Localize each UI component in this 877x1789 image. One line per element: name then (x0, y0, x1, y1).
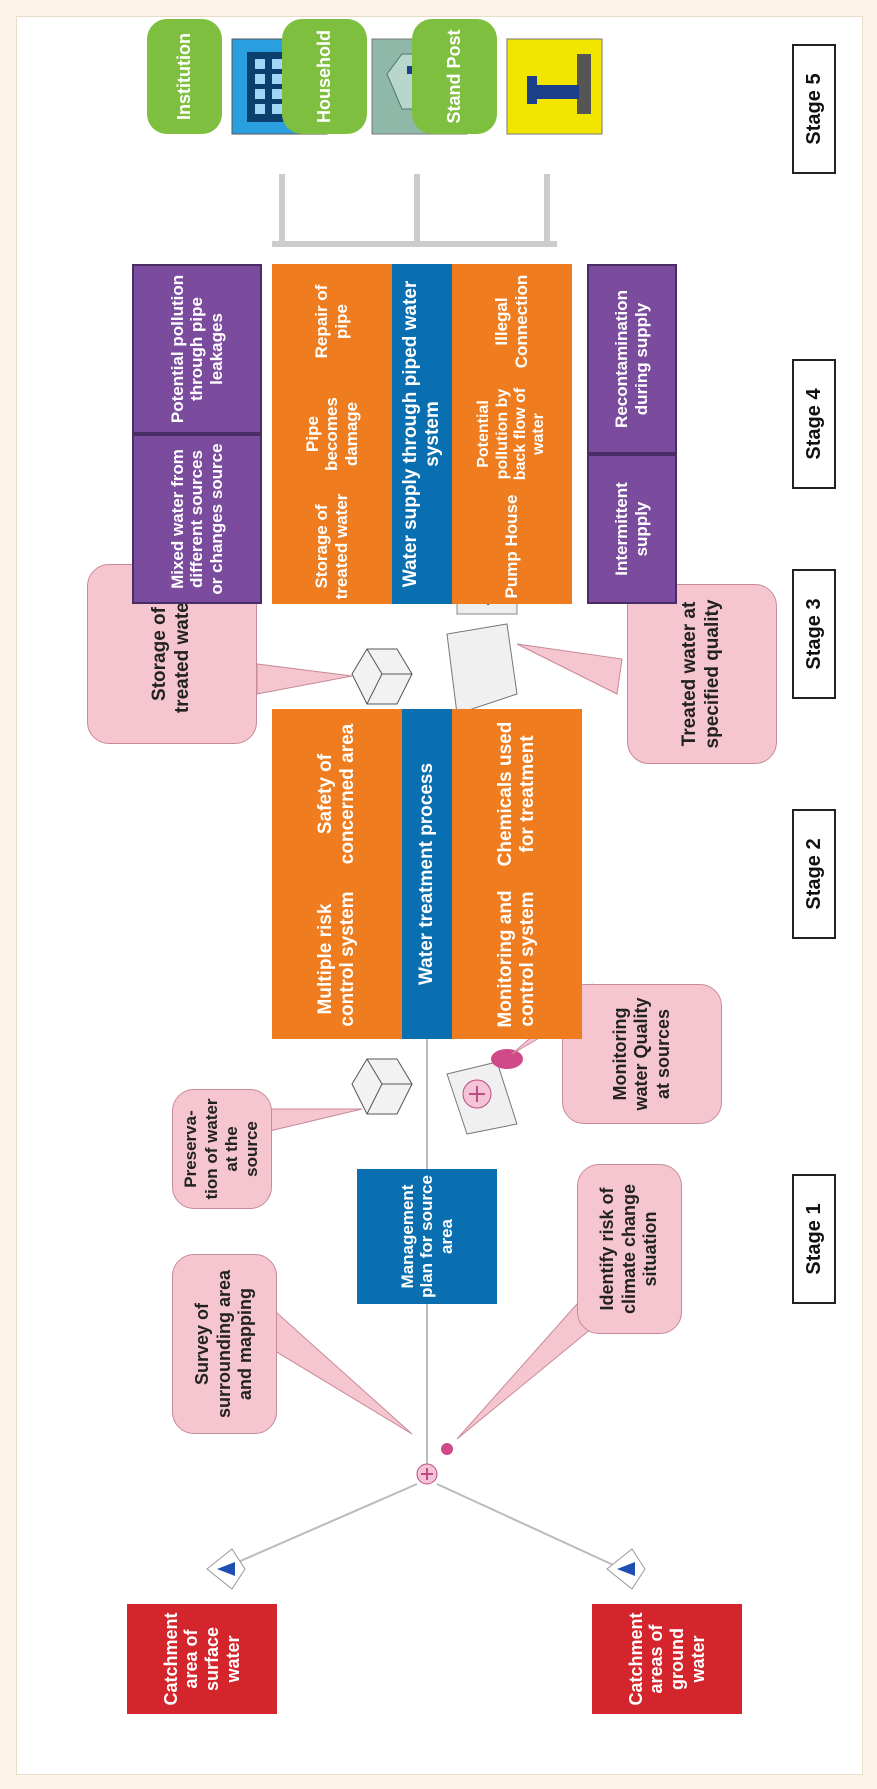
potential-pollution-leakages-box: Potential pollution through pipe leakage… (132, 264, 262, 434)
intermittent-supply-box: Intermittent supply (587, 454, 677, 604)
diagram-frame: Catchment area of surface water Catchmen… (16, 16, 863, 1775)
label-household: Household (282, 19, 367, 134)
stage-4-label: Stage 4 (792, 359, 836, 489)
monitoring-bucket-icon (446, 1049, 523, 1135)
label-institution: Institution (147, 19, 222, 134)
water-drop-icon-surface (206, 1548, 246, 1590)
repair-pipe-box: Repair of pipe (272, 264, 392, 379)
stage-2-label: Stage 2 (792, 809, 836, 939)
water-drop-icon-ground (606, 1548, 646, 1590)
chemicals-treatment-box: Chemicals used for treatment (452, 709, 582, 879)
cube-icon-storage (351, 648, 413, 705)
storage-treated-water-box: Storage of treated water (272, 489, 392, 604)
callout-survey: Survey of surrounding area and mapping (172, 1254, 277, 1434)
multiple-risk-control-box: Multiple risk control system (272, 879, 402, 1039)
catchment-ground-water: Catchment areas of ground water (592, 1604, 742, 1714)
water-treatment-process-box: Water treatment process (402, 709, 452, 1039)
safety-concerned-area-box: Safety of concerned area (272, 709, 402, 879)
connector-ground (436, 1483, 623, 1570)
illegal-connection-box: Illegal Connection (452, 264, 572, 379)
stage-5-label: Stage 5 (792, 44, 836, 174)
pipe-damage-box: Pipe becomes damage (272, 379, 392, 489)
management-plan-box: Management plan for source area (357, 1169, 497, 1304)
recontamination-box: Recontamination during supply (587, 264, 677, 454)
tail-treated (516, 643, 623, 695)
catchment-surface-water: Catchment area of surface water (127, 1604, 277, 1714)
callout-identify-risk: Identify risk of climate change situatio… (577, 1164, 682, 1334)
cube-icon-preservation (351, 1058, 413, 1115)
label-stand-post: Stand Post (412, 19, 497, 134)
callout-monitoring-sources: Monitoring water Quality at sources (562, 984, 722, 1124)
water-safety-flow-diagram: Catchment area of surface water Catchmen… (17, 17, 862, 1774)
tail-storage (256, 663, 353, 695)
connector-surface (221, 1483, 418, 1570)
callout-preservation: Preserva-tion of water at the source (172, 1089, 272, 1209)
tail-identify (456, 1303, 598, 1440)
mixed-water-box: Mixed water from different sources or ch… (132, 434, 262, 604)
connector-layer (206, 38, 646, 1590)
back-flow-pollution-box: Potential pollution by back flow of wate… (452, 379, 572, 489)
pump-house-box: Pump House (452, 489, 572, 604)
survey-node-icon (416, 1443, 453, 1485)
stage-1-label: Stage 1 (792, 1174, 836, 1304)
tail-preservation (256, 1108, 363, 1135)
stage-3-label: Stage 3 (792, 569, 836, 699)
piped-water-supply-box: Water supply through piped water system (392, 264, 452, 604)
stand-post-icon (506, 38, 603, 135)
callout-treated-water-quality: Treated water at specified quality (627, 584, 777, 764)
monitoring-control-system-box: Monitoring and control system (452, 879, 582, 1039)
